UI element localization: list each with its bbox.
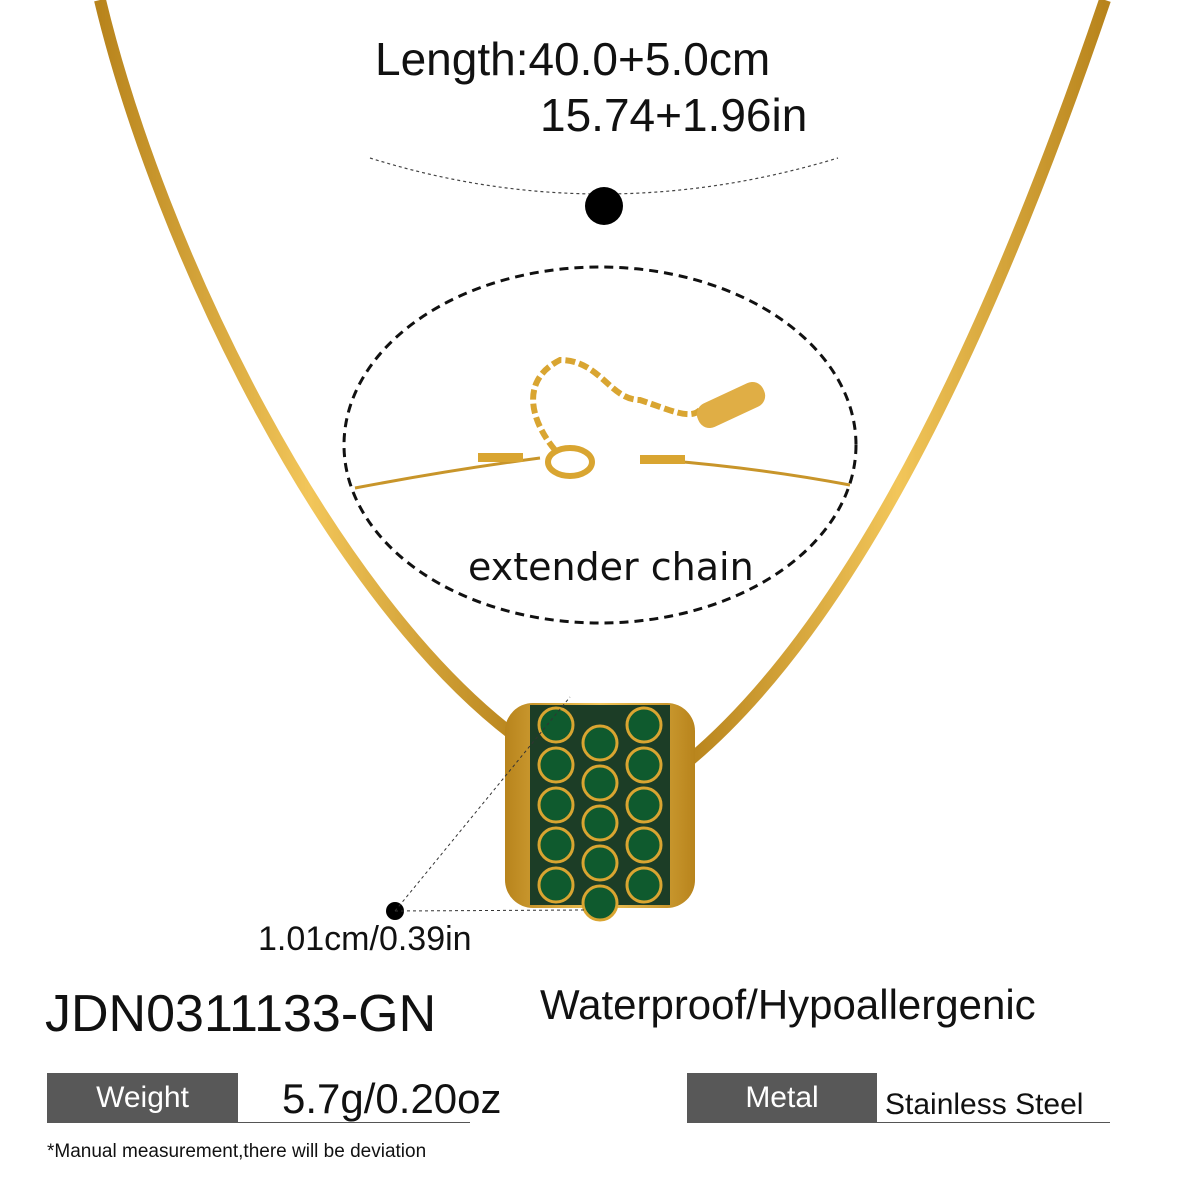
pendant-size-label: 1.01cm/0.39in [258,920,472,958]
length-dot [585,187,623,225]
emerald-stone [625,866,663,904]
necklace-chain-right [686,0,1111,765]
weight-value: 5.7g/0.20oz [282,1075,502,1122]
emerald-stone [537,866,575,904]
extender-callout-ellipse [342,265,858,625]
length-imperial: 15.74+1.96in [540,89,808,141]
measurement-footnote: *Manual measurement,there will be deviat… [47,1141,427,1162]
emerald-stone [581,804,619,842]
emerald-stone [581,764,619,802]
emerald-stone [625,706,663,744]
emerald-stone [537,826,575,864]
necklace-chain-left [94,0,524,745]
emerald-stone [581,884,619,922]
metal-value: Stainless Steel [885,1088,1084,1121]
metal-label: Metal [687,1073,877,1123]
emerald-stone [537,746,575,784]
metal-underline [877,1122,1110,1123]
emerald-stone [625,746,663,784]
product-sku: JDN0311133-GN [45,985,437,1043]
emerald-stones [537,706,663,922]
extender-chain-wire [354,456,851,490]
extender-tag [696,381,766,429]
weight-underline [238,1122,470,1123]
emerald-stone [581,844,619,882]
extender-chain-label: extender chain [468,545,754,589]
lobster-clasp [545,445,595,479]
extender-links [530,356,703,452]
emerald-stone [625,786,663,824]
emerald-stone [537,786,575,824]
weight-label: Weight [47,1073,238,1123]
length-metric: Length:40.0+5.0cm [375,33,771,85]
emerald-stone [537,706,575,744]
product-features: Waterproof/Hypoallergenic [540,981,1036,1028]
emerald-stone [625,826,663,864]
emerald-stone [581,724,619,762]
